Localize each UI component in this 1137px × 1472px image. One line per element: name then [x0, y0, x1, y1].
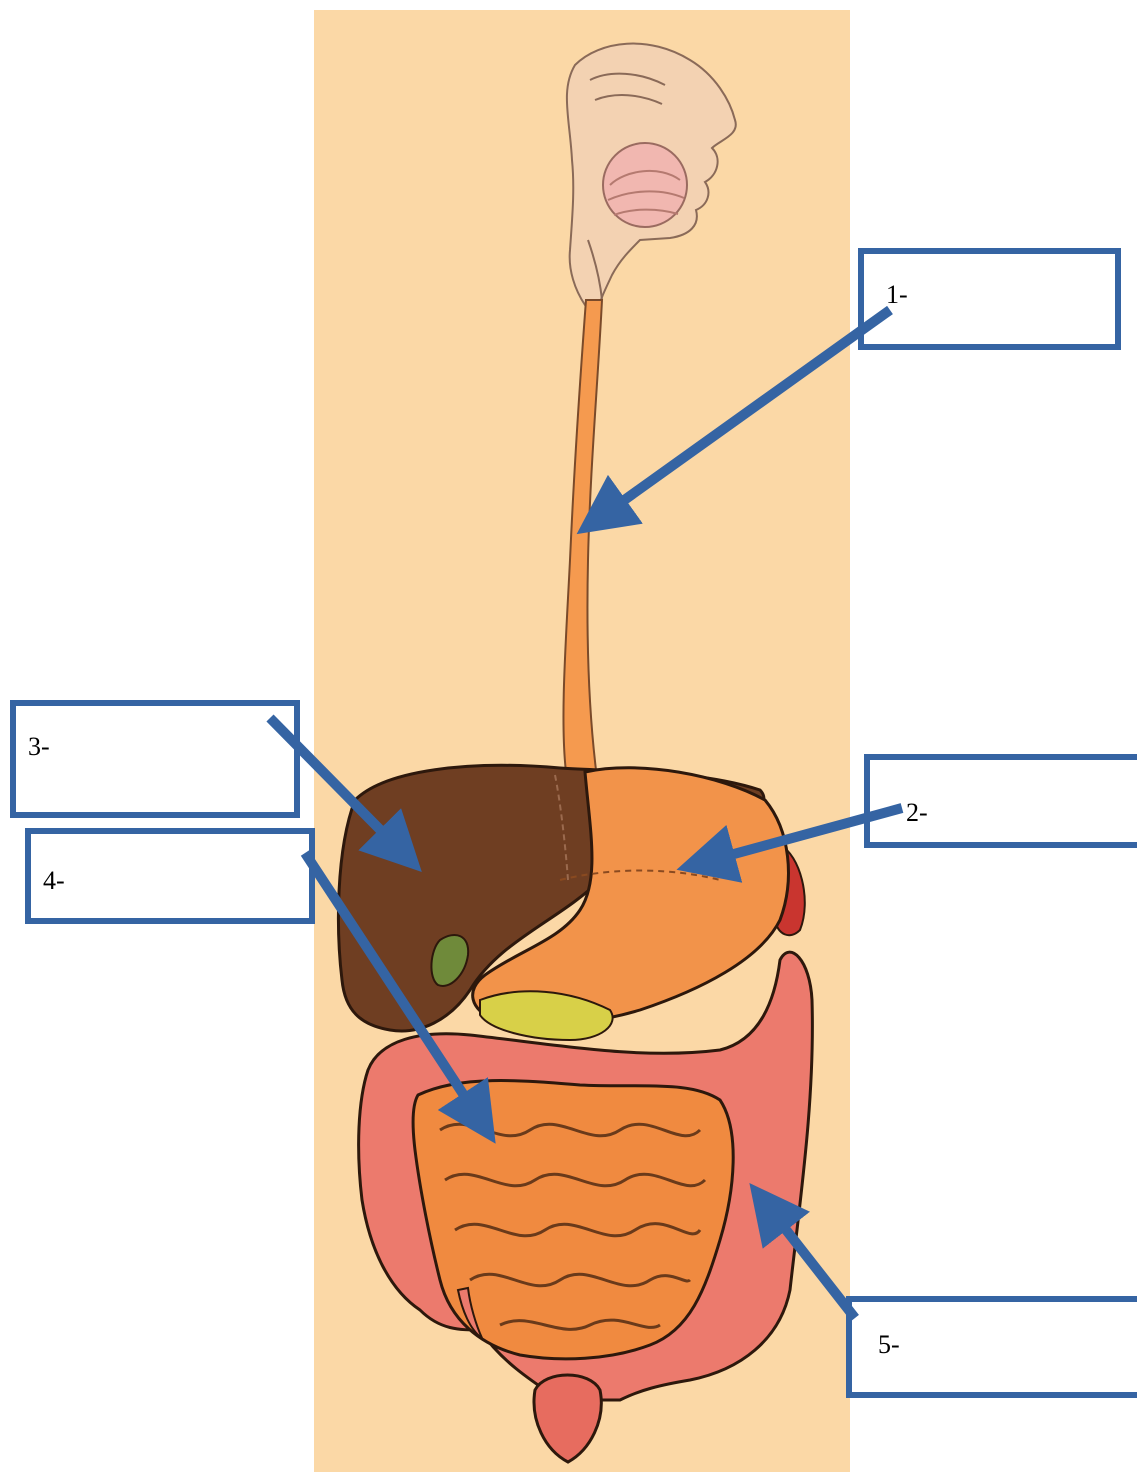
small-intestine	[413, 1081, 733, 1359]
label-3: 3-	[28, 734, 50, 760]
label-4: 4-	[43, 868, 65, 894]
label-box-2: 2-	[864, 754, 1137, 848]
label-box-5: 5-	[846, 1296, 1137, 1398]
label-1: 1-	[886, 282, 908, 308]
label-box-3: 3-	[10, 700, 300, 818]
label-2: 2-	[906, 800, 928, 826]
label-box-1: 1-	[858, 248, 1121, 350]
label-5: 5-	[878, 1332, 900, 1358]
label-box-4: 4-	[25, 828, 315, 924]
